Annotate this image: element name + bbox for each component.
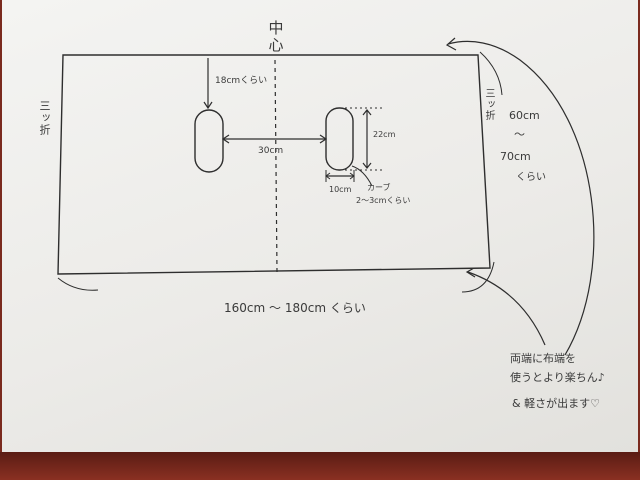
gap-label: 30cm [258, 146, 283, 156]
top-offset-label: 18cmくらい [215, 75, 267, 86]
width-kurai: くらい [516, 171, 546, 183]
right-fold-label: 三ッ折 [483, 88, 494, 121]
center-label-a: 中 [268, 19, 283, 37]
top-offset-arrow [203, 58, 213, 110]
fabric-outline [57, 54, 491, 275]
hole-height-guide [340, 107, 382, 171]
note-arrow-bottom-head [465, 267, 476, 278]
note-line-1: 両端に布端を [510, 352, 576, 365]
width-range-label-2: 70cm [500, 150, 531, 163]
center-label-b: 心 [268, 36, 283, 54]
corner-curl-top-right [479, 51, 503, 96]
note-arrow-bottom [467, 271, 546, 346]
length-label: 160cm ～ 180cm くらい [224, 301, 366, 315]
table-surface [0, 452, 640, 480]
note-arrow-top-head [445, 37, 457, 51]
corner-radius-label: 2～3cmくらい [356, 196, 410, 205]
curve-pointer [351, 165, 373, 187]
paper-sheet [2, 0, 638, 452]
right-handle-slot [325, 107, 354, 171]
left-fold-label: 三ッ折 [38, 100, 51, 136]
hole-width-arrow [325, 170, 355, 182]
width-tilde: ～ [514, 128, 525, 141]
note-arrow-top [447, 40, 595, 356]
corner-curl-bottom-left [57, 277, 99, 291]
gap-arrow [221, 134, 328, 144]
hole-width-label: 10cm [329, 185, 352, 194]
center-line [274, 59, 278, 273]
left-handle-slot [194, 109, 224, 173]
curve-label: カーブ [367, 182, 391, 192]
note-line-3: & 軽さが出ます♡ [512, 396, 600, 410]
note-line-2: 使うとより楽ちん♪ [510, 371, 605, 384]
corner-curl-bottom-right [461, 261, 495, 293]
width-range-label: 60cm [509, 109, 540, 122]
hole-height-label: 22cm [373, 130, 396, 139]
